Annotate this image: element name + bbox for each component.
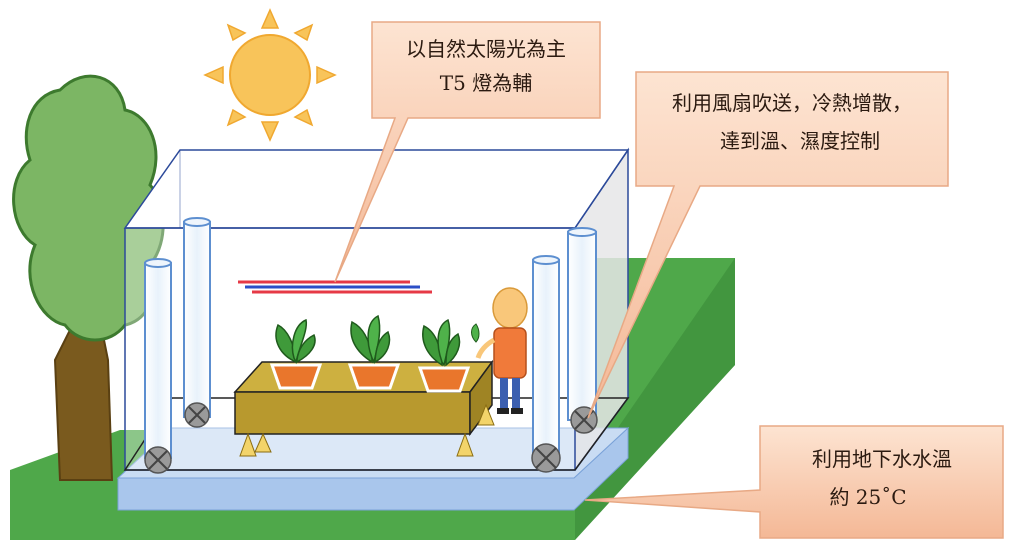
fan-tube-front-left: [144, 258, 172, 474]
callout-fans: 利用風扇吹送，冷熱增散， 達到溫、濕度控制: [587, 71, 949, 419]
callout-fans-line1: 利用風扇吹送，冷熱增散，: [672, 91, 912, 115]
callout-lighting-line1: 以自然太陽光為主: [406, 37, 566, 61]
fan-icon: [144, 446, 172, 474]
callout-groundwater-line2: 約 25˚C: [829, 485, 906, 509]
callout-groundwater-line1: 利用地下水水溫: [812, 447, 952, 471]
callout-lighting: 以自然太陽光為主 T5 燈為輔: [334, 21, 601, 283]
plant-icon: [269, 318, 323, 390]
callout-lighting-line2: T5 燈為輔: [440, 71, 532, 95]
fan-icon: [531, 443, 561, 473]
fan-icon: [570, 406, 598, 434]
plant-icon: [347, 314, 401, 390]
plant-icon: [417, 318, 471, 393]
person-icon: [471, 287, 528, 414]
sun-icon: [203, 8, 337, 142]
t5-lamp-icon: [238, 280, 432, 294]
fan-tube-back-left: [183, 217, 211, 428]
fan-icon: [184, 402, 210, 428]
fan-tube-front-right: [531, 255, 561, 473]
callout-fans-line2: 達到溫、濕度控制: [720, 129, 880, 153]
callout-groundwater: 利用地下水水溫 約 25˚C: [584, 425, 1004, 539]
fan-tube-back-right: [567, 227, 598, 434]
